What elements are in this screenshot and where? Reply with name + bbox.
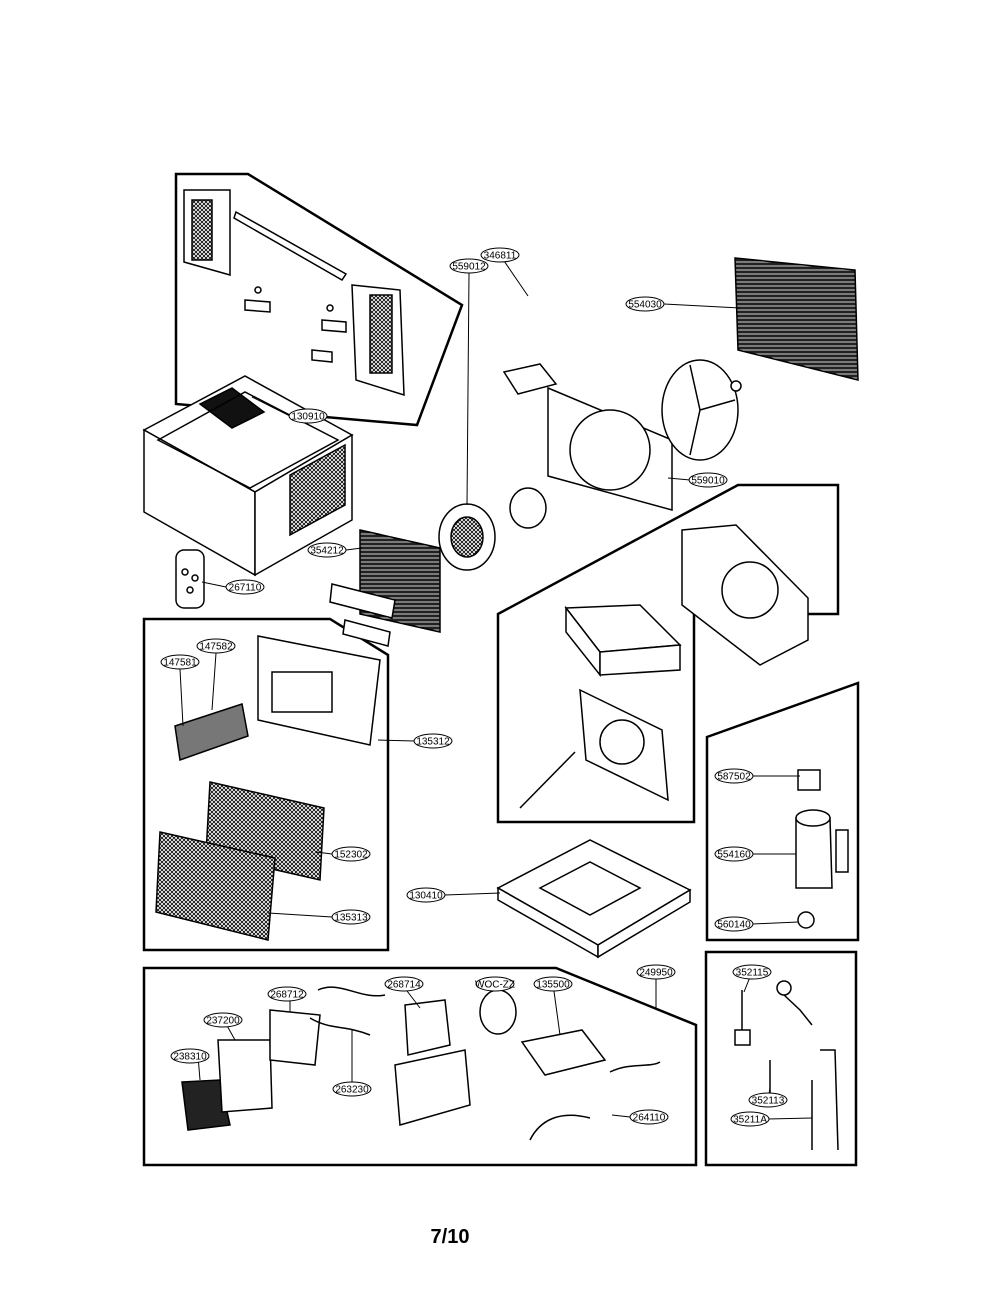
- svg-text:268712: 268712: [270, 990, 304, 1001]
- label-354212: 354212: [307, 542, 347, 558]
- label-264110: 264110: [629, 1109, 669, 1125]
- label-woc-zz: WOC-ZZ: [475, 976, 515, 992]
- svg-text:560140: 560140: [717, 920, 751, 931]
- svg-text:352115: 352115: [736, 968, 769, 979]
- label-554030: 554030: [625, 296, 665, 312]
- svg-text:147582: 147582: [199, 642, 233, 653]
- label-352115: 352115: [732, 964, 772, 980]
- label-130410: 130410: [406, 887, 446, 903]
- svg-text:354212: 354212: [310, 546, 344, 557]
- svg-text:237200: 237200: [206, 1016, 240, 1027]
- label-587502: 587502: [714, 768, 754, 784]
- svg-text:130410: 130410: [409, 891, 443, 902]
- refrigerant-piping-drawing: [734, 980, 839, 1151]
- svg-text:267110: 267110: [229, 583, 262, 594]
- label-352113: 352113: [748, 1092, 788, 1108]
- label-130910: 130910: [288, 408, 328, 424]
- label-152302: 152302: [331, 846, 371, 862]
- svg-text:35211A: 35211A: [733, 1115, 767, 1126]
- svg-text:135312: 135312: [416, 737, 450, 748]
- condenser-coil-drawing: [734, 257, 859, 381]
- label-249950: 249950: [636, 964, 676, 980]
- frame-front-panel: [174, 172, 464, 427]
- svg-text:152302: 152302: [334, 850, 368, 861]
- label-263230: 263230: [332, 1081, 372, 1097]
- label-147582: 147582: [196, 638, 236, 654]
- svg-text:559012: 559012: [452, 262, 486, 273]
- label-237200: 237200: [203, 1012, 243, 1028]
- part-labels: 554030 130910 346811 559012 559010 35421…: [160, 247, 788, 1127]
- svg-text:268714: 268714: [387, 980, 421, 991]
- label-135312: 135312: [413, 733, 453, 749]
- svg-text:554160: 554160: [717, 850, 751, 861]
- remote-control-drawing: [175, 549, 205, 609]
- base-pan-drawing: [496, 839, 692, 959]
- svg-text:249950: 249950: [639, 968, 673, 979]
- cabinet-drawing: [142, 375, 354, 577]
- label-268714: 268714: [384, 976, 424, 992]
- grille-drawing: [155, 635, 381, 941]
- label-135500: 135500: [533, 976, 573, 992]
- evaporator-coil-drawing: [329, 529, 441, 647]
- svg-text:352113: 352113: [752, 1096, 785, 1107]
- label-554160: 554160: [714, 846, 754, 862]
- label-238310: 238310: [170, 1048, 210, 1064]
- blower-housing-drawing: [519, 524, 809, 809]
- control-box-drawing: [181, 986, 661, 1141]
- label-559010: 559010: [688, 472, 728, 488]
- frame-grille: [142, 617, 390, 952]
- svg-text:346811: 346811: [484, 251, 517, 262]
- svg-text:WOC-ZZ: WOC-ZZ: [475, 980, 515, 991]
- svg-text:264110: 264110: [633, 1113, 666, 1124]
- front-panel-drawing: [183, 189, 405, 397]
- svg-text:135313: 135313: [334, 913, 368, 924]
- label-267110: 267110: [225, 579, 265, 595]
- label-559012: 559012: [449, 258, 489, 274]
- frame-refrigerant-piping: [704, 950, 858, 1167]
- svg-text:238310: 238310: [173, 1052, 207, 1063]
- svg-text:130910: 130910: [291, 412, 325, 423]
- svg-text:559010: 559010: [691, 476, 725, 487]
- frame-compressor: [705, 681, 860, 942]
- svg-text:135500: 135500: [536, 980, 570, 991]
- label-35211a: 35211A: [730, 1111, 770, 1127]
- label-268712: 268712: [267, 986, 307, 1002]
- label-560140: 560140: [714, 916, 754, 932]
- svg-text:587502: 587502: [717, 772, 751, 783]
- compressor-drawing: [795, 769, 849, 929]
- label-135313: 135313: [331, 909, 371, 925]
- label-346811: 346811: [480, 247, 520, 263]
- fan-and-motor-drawing: [438, 359, 742, 571]
- svg-text:554030: 554030: [628, 300, 662, 311]
- frame-control-box: [142, 966, 698, 1167]
- label-147581: 147581: [160, 654, 200, 670]
- page-number: 7/10: [430, 1226, 470, 1248]
- svg-text:147581: 147581: [163, 658, 197, 669]
- svg-text:263230: 263230: [335, 1085, 369, 1096]
